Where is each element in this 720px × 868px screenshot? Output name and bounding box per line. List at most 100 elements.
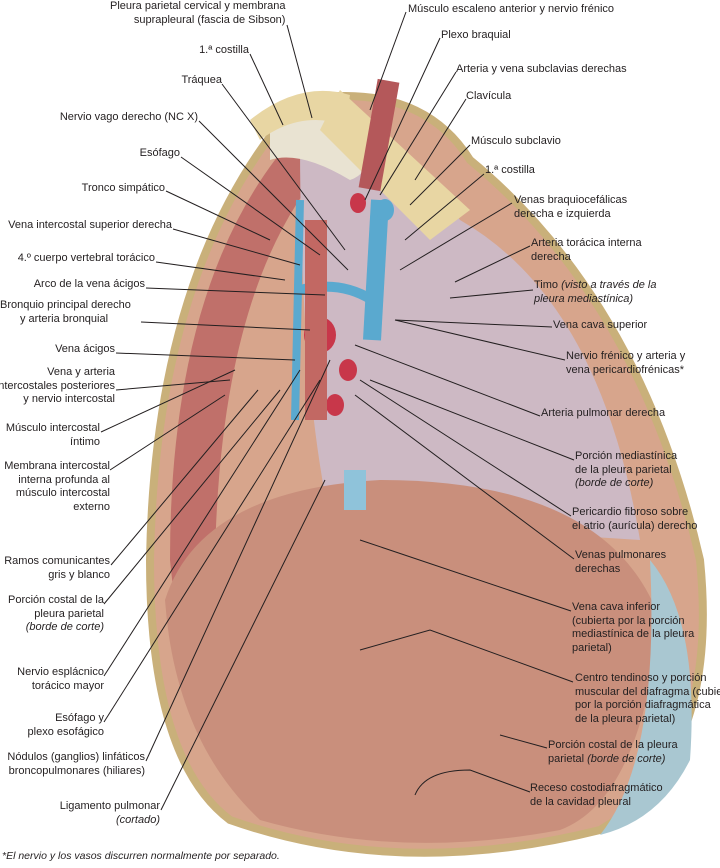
- label-line: (borde de corte): [587, 752, 666, 765]
- label-line: Nódulos (ganglios) linfáticos: [7, 751, 145, 763]
- scalene-muscle: [358, 78, 400, 192]
- label-azygos-vein: Vena ácigos: [55, 343, 115, 355]
- first-rib-top: [250, 90, 350, 140]
- label-pulmonary-ligament: Ligamento pulmonar(cortado): [60, 800, 160, 827]
- label-sympathetic-trunk: Tronco simpático: [81, 182, 165, 194]
- label-line: Membrana intercostal: [4, 460, 110, 472]
- label-line: de la pleura parietal): [575, 712, 676, 725]
- label-line: Timo: [534, 279, 559, 291]
- label-line: plexo esofágico: [27, 725, 104, 738]
- label-line: Venas pulmonares: [575, 549, 667, 561]
- label-line: de la cavidad pleural: [530, 795, 631, 808]
- costal-pleura-right: [600, 560, 692, 835]
- label-superior-vena-cava: Vena cava superior: [553, 319, 648, 331]
- label-line: Centro tendinoso y porción: [575, 672, 707, 684]
- label-line: de la pleura parietal: [575, 463, 672, 476]
- label-subclavian-vessels: Arteria y vena subclavias derechas: [456, 63, 627, 75]
- pulmonary-vein-1: [339, 359, 357, 381]
- label-line: externo: [73, 500, 110, 513]
- label-line: pleura parietal: [34, 607, 104, 620]
- label-line: Receso costodiafragmático: [530, 782, 663, 794]
- leader-lines: [100, 11, 575, 811]
- label-first-rib-left: 1.ª costilla: [199, 44, 249, 56]
- label-line: derecha: [531, 250, 571, 263]
- label-line: interna profunda al: [18, 473, 110, 486]
- label-line: Esófago y: [55, 712, 104, 724]
- label-line: músculo intercostal: [15, 487, 110, 499]
- label-line: (borde de corte): [575, 477, 654, 489]
- subclavian-vein: [376, 199, 394, 221]
- label-line: Porción costal de la pleura: [548, 739, 678, 751]
- label-line: Pericardio fibroso sobre: [572, 506, 689, 518]
- label-line: Ligamento pulmonar: [59, 800, 160, 812]
- label-azygos-arch: Arco de la vena ácigos: [33, 278, 145, 290]
- label-line: Porción mediastínica: [575, 450, 678, 462]
- label-line: (borde de corte): [25, 621, 104, 633]
- label-superior-intercostal-vein: Vena intercostal superior derecha: [8, 219, 172, 231]
- clavicle: [320, 90, 470, 240]
- label-line: Porción costal de la: [8, 594, 104, 606]
- label-line: Vena cava inferior: [572, 601, 661, 613]
- label-line: pleura mediastínica): [534, 292, 634, 305]
- label-line: muscular del diafragma (cubiertos: [575, 685, 720, 698]
- label-inferior-vena-cava: Vena cava inferior(cubierta por la porci…: [572, 601, 694, 655]
- label-line: torácico mayor: [31, 679, 104, 692]
- label-line: (visto a través de la: [561, 279, 657, 291]
- label-line: broncopulmonares (hiliares): [8, 764, 145, 777]
- label-esophagus: Esófago: [139, 147, 180, 159]
- label-line: vena pericardiofrénicas*: [566, 363, 685, 376]
- label-line: Venas braquiocefálicas: [514, 194, 628, 206]
- label-line: (cortado): [115, 813, 160, 826]
- label-subclavius: Músculo subclavio: [471, 135, 561, 147]
- label-line: mediastínica de la pleura: [572, 628, 695, 640]
- label-line: el atrio (aurícula) derecho: [572, 519, 698, 532]
- label-vagus-nerve: Nervio vago derecho (NC X): [59, 111, 198, 123]
- label-right-pulmonary-artery: Arteria pulmonar derecha: [541, 407, 666, 419]
- label-brachial-plexus: Plexo braquial: [441, 29, 511, 41]
- label-line: Músculo intercostal: [5, 422, 100, 434]
- pulmonary-vein-2: [326, 394, 344, 416]
- label-line: derecha e izquierda: [514, 207, 611, 220]
- label-line: parietal): [572, 641, 612, 654]
- esophagus: [305, 220, 327, 420]
- label-line: parietal: [548, 752, 585, 765]
- label-line: íntimo: [70, 435, 100, 448]
- label-line: por la porción diafragmática: [575, 699, 711, 711]
- label-line: Arteria torácica interna: [531, 237, 642, 249]
- superior-vena-cava: [363, 199, 389, 341]
- label-scalene-phrenic: Músculo escaleno anterior y nervio fréni…: [408, 3, 615, 15]
- label-4th-vertebra: 4.º cuerpo vertebral torácico: [17, 252, 155, 264]
- label-trachea: Tráquea: [181, 74, 222, 86]
- label-line: (cubierta por la porción: [572, 614, 685, 627]
- label-line: Nervio esplácnico: [17, 666, 104, 678]
- label-first-rib-right: 1.ª costilla: [485, 164, 535, 176]
- azygos-vein: [291, 199, 304, 421]
- label-line: Ramos comunicantes: [4, 555, 110, 567]
- label-clavicle: Clavícula: [466, 90, 512, 102]
- label-line: gris y blanco: [48, 568, 110, 581]
- subclavian-artery: [350, 193, 366, 213]
- label-line: Vena y arteria: [47, 366, 115, 378]
- label-line: Pleura parietal cervical y membrana: [110, 0, 286, 12]
- footnote: *El nervio y los vasos discurren normalm…: [2, 850, 280, 862]
- label-line: y arteria bronquial: [20, 312, 109, 325]
